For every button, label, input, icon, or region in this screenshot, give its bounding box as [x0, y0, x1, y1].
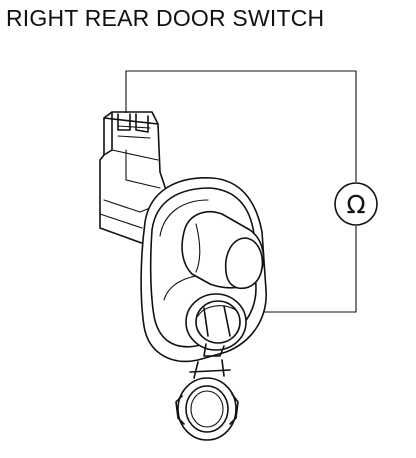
page-title: RIGHT REAR DOOR SWITCH [6, 5, 325, 31]
lower-socket [185, 293, 247, 357]
door-switch-icon [99, 111, 267, 441]
test-lead-lower [236, 226, 357, 313]
ohmmeter-symbol: Ω [346, 190, 365, 219]
test-lead-upper [125, 70, 357, 182]
ohmmeter-circle [334, 182, 378, 226]
retaining-clip [175, 359, 239, 441]
ohmmeter-icon: Ω [334, 182, 378, 226]
test-leads [125, 70, 357, 313]
plunger [181, 210, 265, 290]
